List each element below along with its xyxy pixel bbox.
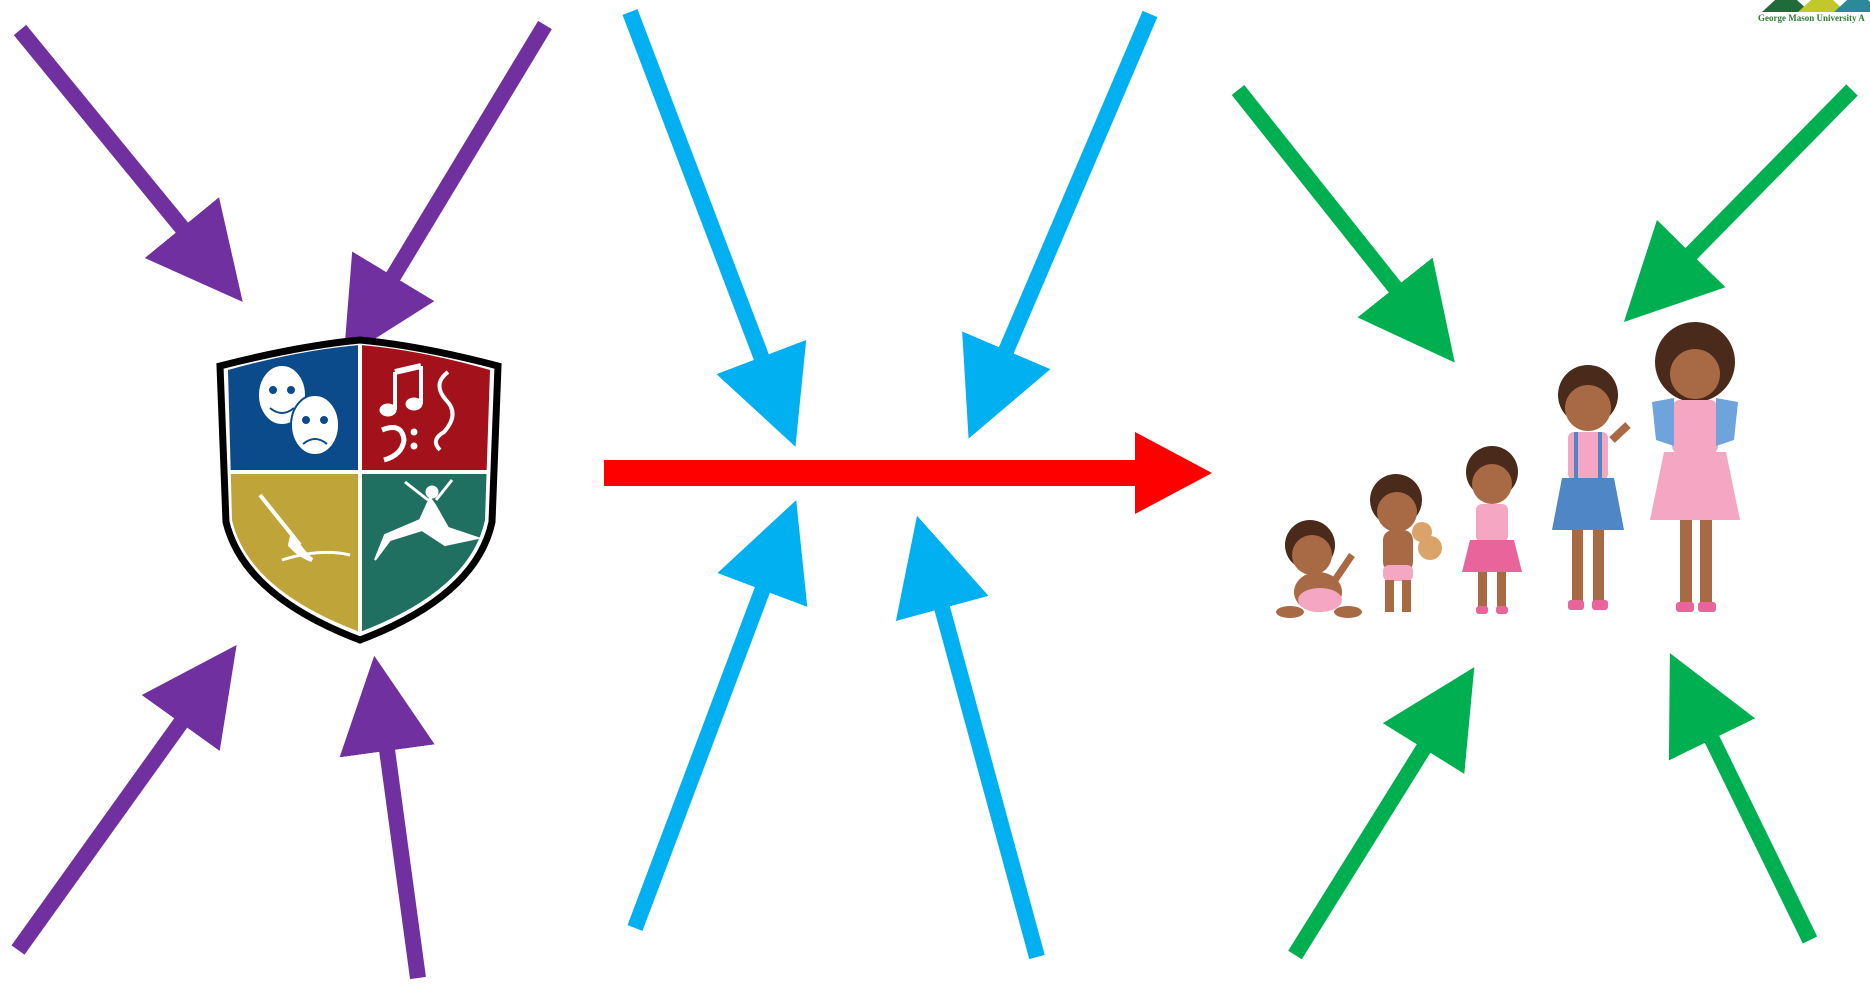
figure-young-girl [1462, 446, 1522, 614]
university-logo-caption: George Mason University A [1758, 13, 1865, 23]
music-notes-icon [379, 363, 455, 463]
purple-arrow-bottom-left [11, 644, 237, 955]
blue-arrow-top-left [622, 9, 807, 447]
drama-masks-icon [257, 364, 340, 456]
arts-shield [216, 336, 502, 644]
purple-arrow-top-left [13, 24, 243, 302]
blue-arrow-bottom-right [895, 515, 1045, 960]
blue-arrow-top-right [962, 10, 1158, 439]
dancer-icon [374, 479, 482, 561]
university-logo [1762, 0, 1870, 12]
green-arrow-bottom-left [1288, 667, 1475, 960]
purple-arrow-bottom-right [339, 655, 435, 980]
paintbrush-icon [258, 493, 351, 562]
growth-stages-illustration [1276, 322, 1740, 618]
blue-arrows [622, 9, 1158, 960]
figure-toddler [1370, 474, 1442, 612]
purple-arrows [11, 20, 552, 980]
green-arrow-top-right [1623, 84, 1858, 323]
purple-arrow-top-right [343, 20, 552, 359]
figure-baby [1276, 520, 1362, 618]
green-arrow-top-left [1231, 85, 1455, 363]
green-arrow-bottom-right [1668, 653, 1818, 944]
red-arrow [604, 432, 1212, 514]
figure-young-woman [1650, 322, 1740, 612]
green-arrows [1231, 84, 1858, 960]
figure-girl [1552, 365, 1631, 610]
blue-arrow-bottom-left [627, 500, 808, 931]
